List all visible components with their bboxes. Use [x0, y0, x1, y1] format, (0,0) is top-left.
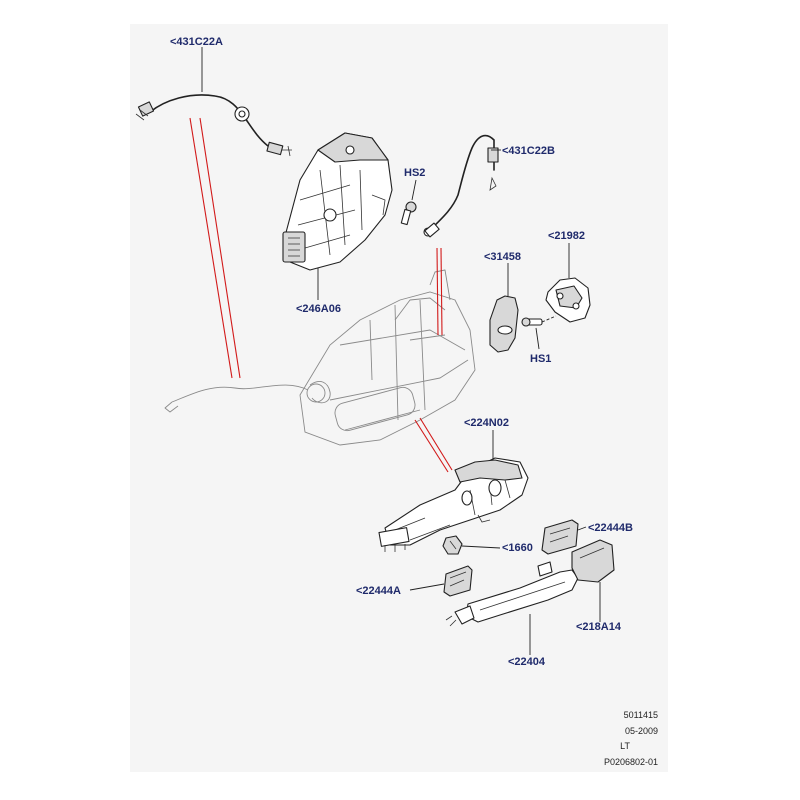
reference-code: LT [620, 741, 630, 751]
reference-date: 05-2009 [625, 726, 658, 736]
ghost-cable-end [164, 401, 179, 413]
door-latch-246A06 [282, 132, 393, 271]
door-assembly-ghost [299, 269, 476, 446]
pad-31458 [489, 295, 519, 353]
gasket-22444A [443, 565, 473, 597]
cap-218A14 [571, 539, 615, 583]
reference-number: 5011415 [624, 710, 658, 720]
ghost-cable [171, 384, 309, 403]
label-31458: <31458 [484, 251, 521, 263]
label-22444B: <22444B [588, 522, 633, 534]
label-218A14: <218A14 [576, 621, 622, 633]
label-21982: <21982 [548, 230, 585, 242]
relation-lines [189, 117, 453, 473]
label-1660: <1660 [502, 542, 533, 554]
handle-bracket-224N02 [378, 457, 529, 552]
label-HS1: HS1 [530, 353, 551, 365]
gasket-22444B [541, 519, 579, 555]
screw-HS2 [400, 201, 417, 226]
label-431C22A: <431C22A [170, 36, 223, 48]
illustration-id: P0206802-01 [604, 757, 658, 767]
screw-HS1 [521, 315, 557, 327]
rod-431C22B [423, 134, 499, 238]
leader-lines [201, 47, 601, 655]
label-22444A: <22444A [356, 585, 401, 597]
clip-1660 [442, 535, 463, 555]
handle-22404 [445, 561, 579, 627]
striker-21982 [545, 277, 591, 323]
label-22404: <22404 [508, 656, 546, 668]
callout-labels: <431C22A <431C22B HS2 <246A06 <31458 <21… [170, 36, 633, 668]
cable-431C22A [135, 94, 292, 157]
label-HS2: HS2 [404, 167, 425, 179]
label-224N02: <224N02 [464, 417, 509, 429]
label-246A06: <246A06 [296, 303, 341, 315]
label-431C22B: <431C22B [502, 145, 555, 157]
reference-block: 5011415 05-2009 LT P0206802-01 [604, 710, 658, 767]
